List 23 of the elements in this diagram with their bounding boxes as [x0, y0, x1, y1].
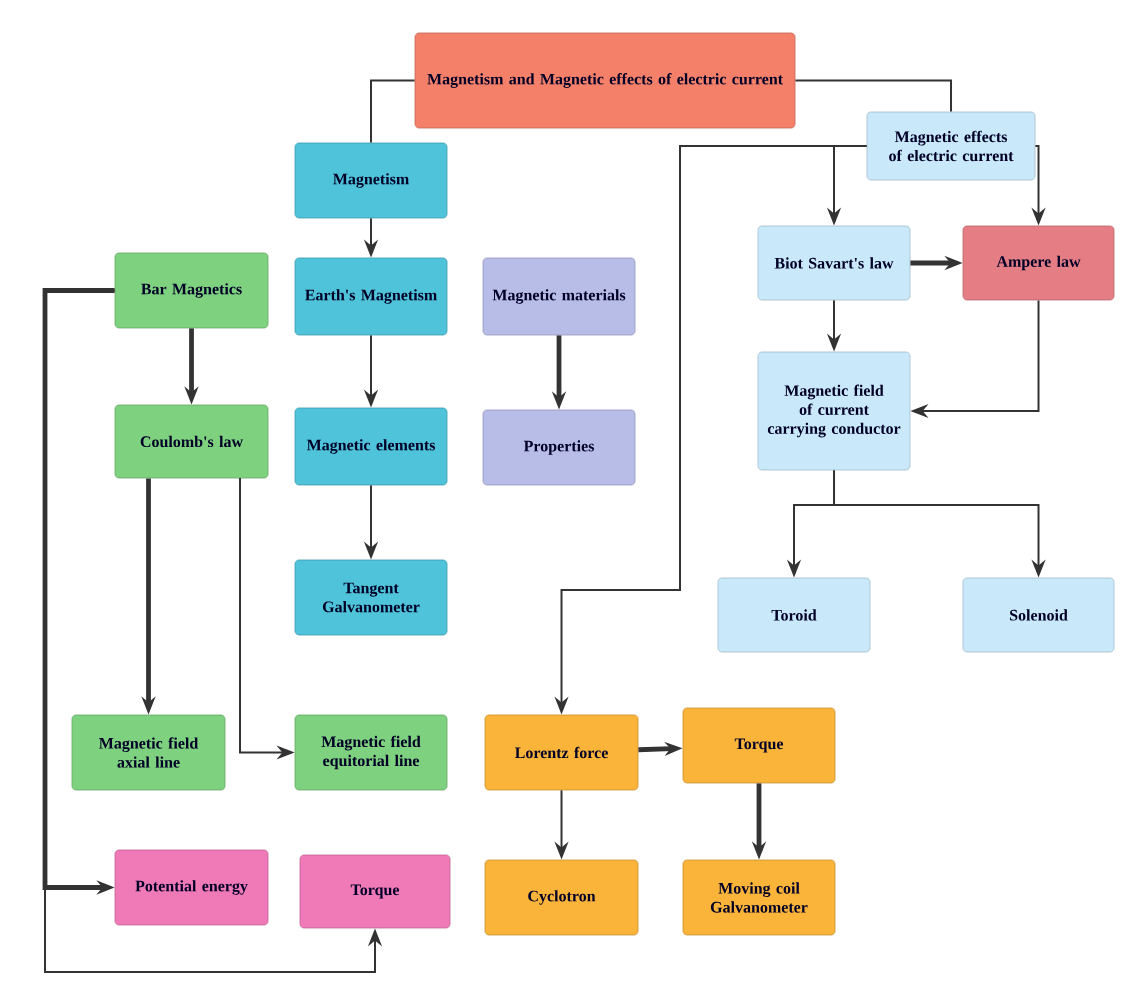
topic-box: Torque [682, 707, 836, 784]
topic-box: Tangent Galvanometer [294, 559, 448, 636]
title-box: Magnetism and Magnetic effects of electric current [414, 32, 796, 129]
topic-box: Moving coil Galvanometer [682, 859, 836, 936]
topic-box: Biot Savart's law [757, 225, 911, 301]
topic-box: Toroid [717, 577, 871, 653]
topic-box: Magnetic materials [482, 257, 636, 336]
topic-box: Magnetic effects of electric current [866, 111, 1036, 181]
topic-box: Magnetic field of current carrying conductor [757, 351, 911, 471]
topic-box: Magnetic field axial line [71, 714, 226, 791]
topic-box: Bar Magnetics [114, 252, 269, 329]
topic-box: Potential energy [114, 849, 269, 926]
topic-box: Properties [482, 409, 636, 486]
topic-box: Ampere law [962, 225, 1115, 301]
topic-box: Solenoid [962, 577, 1115, 653]
topic-box: Coulomb's law [114, 404, 269, 479]
topic-box: Lorentz force [484, 714, 639, 791]
topic-box: Torque [299, 854, 451, 929]
topic-box: Earth's Magnetism [294, 257, 448, 336]
topic-box: Magnetic elements [294, 407, 448, 486]
topic-box: Magnetism [294, 142, 448, 219]
topic-box: Magnetic field equitorial line [294, 714, 448, 791]
topic-box: Cyclotron [484, 859, 639, 936]
